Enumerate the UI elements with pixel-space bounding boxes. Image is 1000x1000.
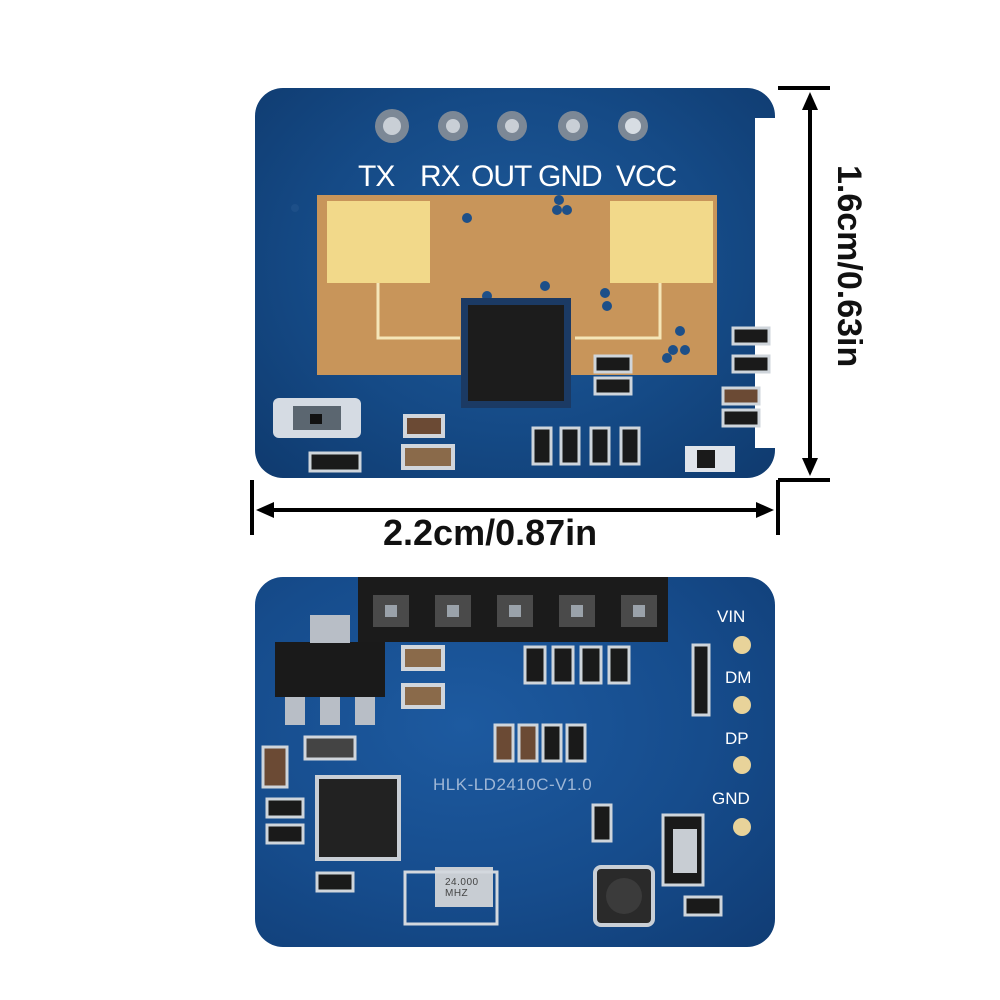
pin-header-pins — [385, 605, 645, 617]
height-dimension-label: 1.6cm/0.63in — [830, 165, 868, 368]
top-board-graphics — [273, 109, 775, 473]
bottom-smd-components — [261, 643, 723, 917]
smd-components — [308, 326, 771, 473]
pin-label-vcc: VCC — [616, 160, 677, 193]
pad-label-dm: DM — [725, 668, 752, 687]
header-pins — [375, 109, 648, 143]
voltage-regulator — [275, 642, 385, 697]
tx-antenna-patch — [327, 201, 430, 283]
mcu-chip — [315, 775, 401, 861]
bottom-pcb-board: VIN DM DP GND HLK-LD2410C-V1.0 24.000 MH… — [255, 577, 775, 947]
rx-antenna-patch — [610, 201, 713, 283]
bottom-board-graphics — [261, 577, 751, 927]
height-arrow-top — [802, 92, 818, 110]
crystal-oscillator — [435, 867, 493, 907]
radar-chip — [468, 305, 564, 401]
antenna-feed-right — [575, 283, 662, 340]
crystal-marking: 24.000 MHZ — [445, 877, 479, 899]
top-pcb-board: TX RX OUT GND VCC — [255, 88, 775, 478]
pad-label-gnd: GND — [712, 789, 750, 808]
header-pin-rx — [438, 111, 468, 141]
header-pin-tx — [375, 109, 409, 143]
pin-label-rx: RX — [420, 160, 461, 193]
antenna-feed-left — [376, 283, 460, 340]
pad-label-vin: VIN — [717, 607, 746, 626]
width-arrow-right — [756, 502, 774, 518]
side-pads — [733, 636, 751, 836]
header-pin-vcc — [618, 111, 648, 141]
width-dimension-label: 2.2cm/0.87in — [383, 512, 598, 553]
header-pin-gnd — [558, 111, 588, 141]
height-arrow-bottom — [802, 458, 818, 476]
width-arrow-left — [256, 502, 274, 518]
top-pin-labels: TX RX OUT GND VCC — [358, 160, 698, 200]
pad-label-dp: DP — [725, 729, 749, 748]
pin-label-out: OUT — [471, 160, 532, 193]
pin-label-gnd: GND — [538, 160, 603, 193]
board-model-silkscreen: HLK-LD2410C-V1.0 — [433, 775, 593, 794]
header-pin-out — [497, 111, 527, 141]
pin-label-tx: TX — [358, 160, 395, 193]
